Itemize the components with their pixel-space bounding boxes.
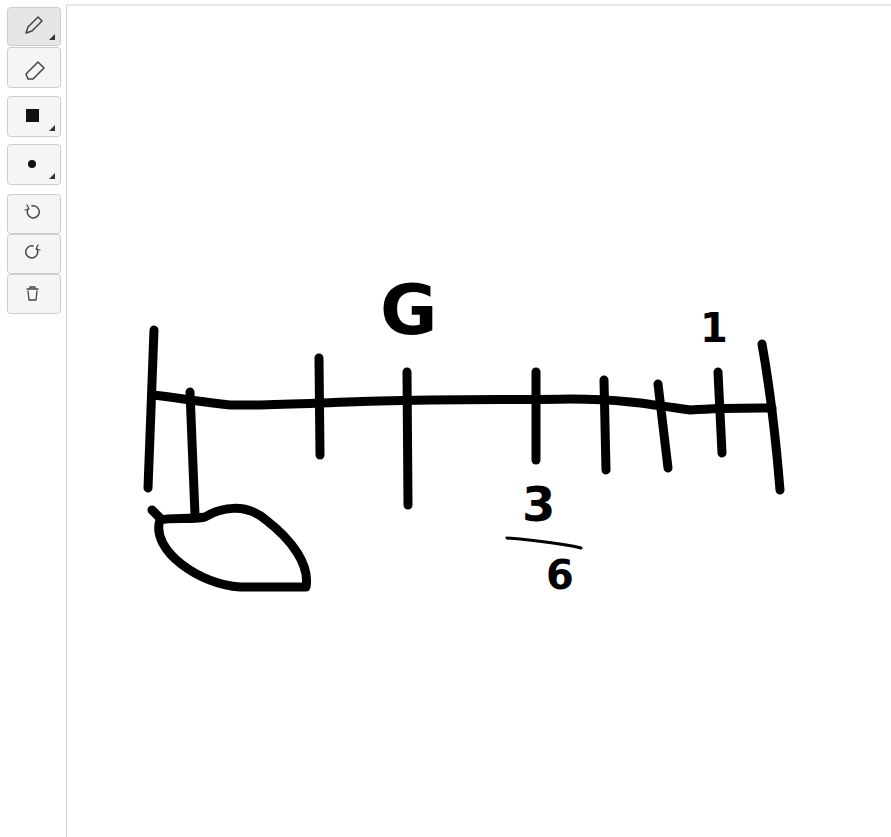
toolbar <box>8 8 61 314</box>
tick-label: G <box>380 275 437 345</box>
number-line <box>148 330 780 587</box>
fraction-denominator: 6 <box>546 555 574 595</box>
canvas-border <box>66 5 891 6</box>
fraction-bar <box>507 538 581 548</box>
toolbar-icons <box>25 17 55 300</box>
canvas-border <box>66 5 67 837</box>
fraction-numerator: 3 <box>522 480 555 528</box>
tick-label: 1 <box>700 308 728 348</box>
